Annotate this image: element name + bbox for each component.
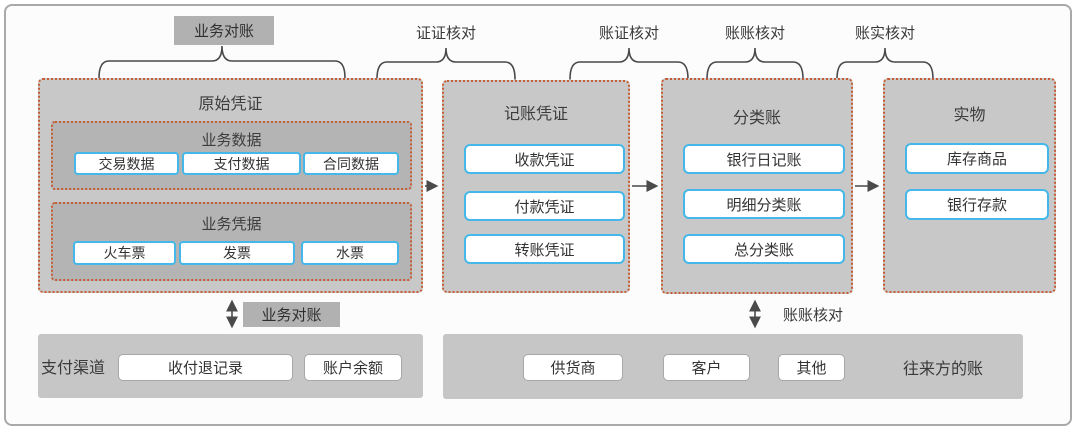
box-business-receipts: 业务凭据 火车票 发票 水票 (51, 202, 412, 281)
title-physical: 实物 (953, 105, 986, 124)
pill-transfer-voucher: 转账凭证 (464, 234, 625, 264)
box-receipt-payment-refund-records: 收付退记录 (118, 354, 293, 381)
title-business-data: 业务数据 (201, 131, 262, 149)
label-business-recon-bottom: 业务对账 (243, 302, 340, 327)
box-ledgers: 分类账 银行日记账 明细分类账 总分类账 (661, 78, 853, 294)
pill-payment-voucher: 付款凭证 (464, 191, 625, 221)
pill-receipt-voucher: 收款凭证 (464, 144, 625, 174)
pill-bank-deposit: 银行存款 (905, 189, 1049, 220)
pill-invoice: 发票 (179, 241, 295, 265)
pill-contract-data: 合同数据 (303, 152, 399, 175)
label-ledger-physical: 账实核对 (854, 23, 915, 42)
box-payment-channel: 支付渠道 收付退记录 账户余额 (38, 334, 423, 398)
pill-bank-journal: 银行日记账 (683, 144, 845, 174)
pill-general-ledger: 总分类账 (683, 234, 845, 264)
title-original-vouchers: 原始凭证 (198, 94, 263, 113)
label-business-recon-top: 业务对账 (174, 16, 274, 45)
box-bookkeeping-vouchers: 记账凭证 收款凭证 付款凭证 转账凭证 (442, 80, 630, 293)
box-supplier: 供货商 (523, 354, 623, 381)
box-account-balance: 账户余额 (304, 354, 402, 381)
title-business-receipts: 业务凭据 (201, 215, 262, 233)
box-other: 其他 (778, 354, 845, 381)
pill-transaction-data: 交易数据 (74, 152, 179, 175)
label-voucher-voucher: 证证核对 (415, 23, 476, 42)
label-payment-channel: 支付渠道 (41, 358, 106, 377)
pill-train-ticket: 火车票 (73, 241, 176, 265)
label-ledger-voucher: 账证核对 (598, 23, 659, 42)
box-physical: 实物 库存商品 银行存款 (883, 78, 1056, 293)
box-counterparty: 供货商 客户 其他 往来方的账 (443, 334, 1023, 399)
label-ledger-ledger-bottom: 账账核对 (782, 306, 843, 324)
box-business-data: 业务数据 交易数据 支付数据 合同数据 (51, 121, 412, 190)
label-counterparty-accounts: 往来方的账 (902, 358, 983, 378)
box-original-vouchers: 原始凭证 业务数据 交易数据 支付数据 合同数据 业务凭据 火车票 发票 水票 (38, 78, 423, 293)
pill-payment-data: 支付数据 (182, 152, 301, 175)
pill-subsidiary-ledger: 明细分类账 (683, 189, 845, 219)
label-ledger-ledger-top: 账账核对 (724, 23, 785, 42)
box-customer: 客户 (663, 354, 750, 381)
title-ledgers: 分类账 (732, 108, 781, 127)
pill-inventory-goods: 库存商品 (905, 143, 1049, 174)
title-bookkeeping-vouchers: 记账凭证 (503, 104, 568, 123)
pill-water-ticket: 水票 (301, 241, 399, 265)
